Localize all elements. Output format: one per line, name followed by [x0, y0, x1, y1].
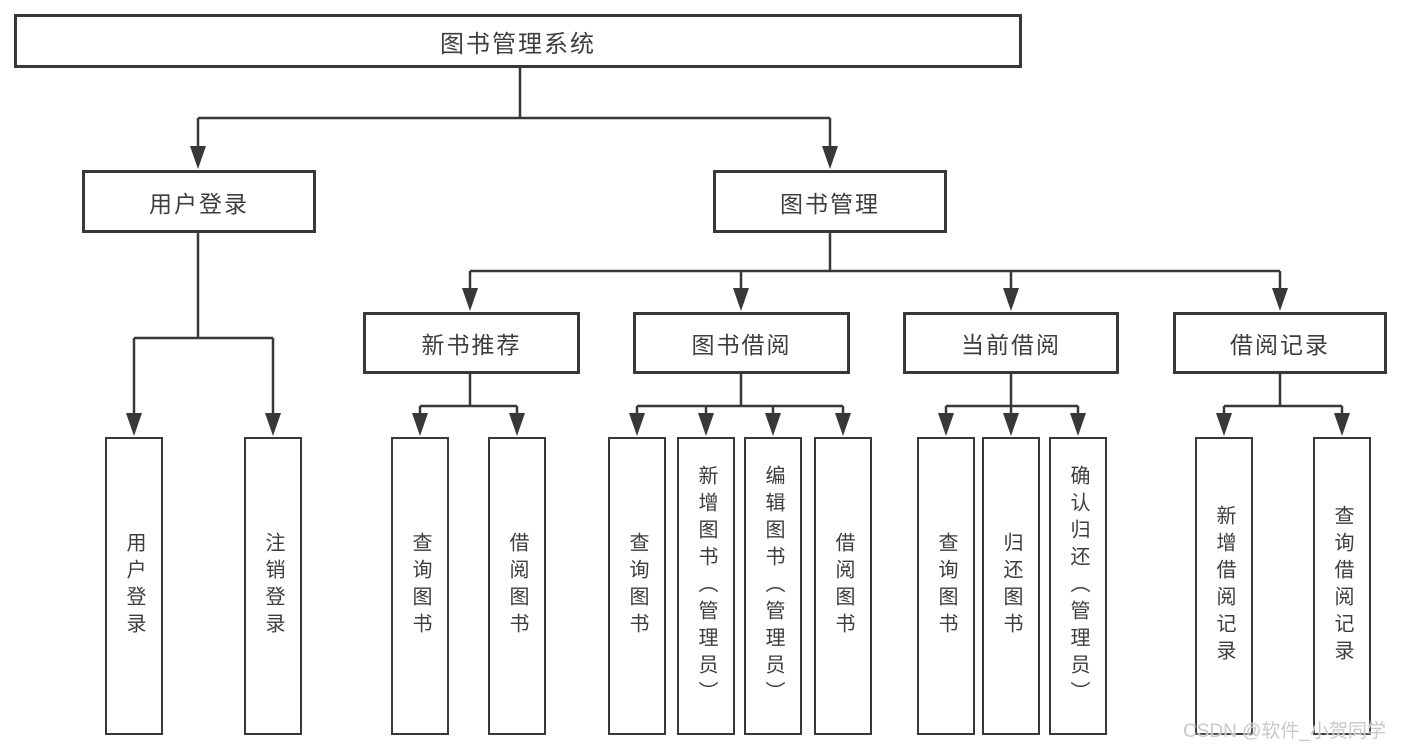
leaf-logout: 注销登录 — [244, 437, 302, 735]
node-root: 图书管理系统 — [14, 14, 1022, 68]
connector-book-borrow-to-leaves — [635, 374, 845, 418]
connector-new-book-recommend-to-leaves — [418, 374, 519, 418]
leaf-confirm-return-admin: 确认归还（管理员） — [1049, 437, 1107, 735]
watermark: CSDN @软件_小贺同学 — [1183, 721, 1386, 742]
leaf-query-borrow-record-label: 查询借阅记录 — [1331, 505, 1353, 667]
leaf-query-books-borrow: 查询图书 — [608, 437, 666, 735]
leaf-add-borrow-record-label: 新增借阅记录 — [1213, 505, 1235, 667]
leaf-query-books-recommend-label: 查询图书 — [409, 532, 431, 640]
leaf-logout-label: 注销登录 — [262, 532, 284, 640]
leaf-query-books-current: 查询图书 — [917, 437, 975, 735]
leaf-confirm-return-admin-label: 确认归还（管理员） — [1067, 464, 1089, 708]
leaf-add-book-admin-label: 新增图书（管理员） — [695, 464, 717, 708]
leaf-borrow-books-label: 借阅图书 — [832, 532, 854, 640]
leaf-query-books-borrow-label: 查询图书 — [626, 532, 648, 640]
node-book-borrow: 图书借阅 — [633, 312, 850, 374]
node-book-management: 图书管理 — [713, 170, 947, 233]
leaf-add-borrow-record: 新增借阅记录 — [1195, 437, 1253, 735]
leaf-return-book: 归还图书 — [982, 437, 1040, 735]
leaf-query-books-recommend: 查询图书 — [391, 437, 449, 735]
connector-current-borrow-to-leaves — [944, 374, 1080, 418]
leaf-borrow-books: 借阅图书 — [814, 437, 872, 735]
connector-user-login-to-leaves — [132, 233, 275, 418]
leaf-query-books-current-label: 查询图书 — [935, 532, 957, 640]
connector-root-to-level2 — [196, 66, 832, 151]
leaf-query-borrow-record: 查询借阅记录 — [1313, 437, 1371, 735]
node-current-borrow: 当前借阅 — [903, 312, 1119, 374]
connector-borrow-records-to-leaves — [1222, 374, 1344, 418]
leaf-user-login: 用户登录 — [105, 437, 163, 735]
leaf-borrow-books-recommend: 借阅图书 — [488, 437, 546, 735]
node-user-login: 用户登录 — [82, 170, 316, 233]
leaf-edit-book-admin-label: 编辑图书（管理员） — [762, 464, 784, 708]
leaf-return-book-label: 归还图书 — [1000, 532, 1022, 640]
connector-book-management-to-level3 — [468, 233, 1282, 293]
leaf-add-book-admin: 新增图书（管理员） — [677, 437, 735, 735]
leaf-borrow-books-recommend-label: 借阅图书 — [506, 532, 528, 640]
node-borrow-records: 借阅记录 — [1173, 312, 1387, 374]
leaf-user-login-label: 用户登录 — [123, 532, 145, 640]
node-new-book-recommend: 新书推荐 — [363, 312, 580, 374]
leaf-edit-book-admin: 编辑图书（管理员） — [744, 437, 802, 735]
